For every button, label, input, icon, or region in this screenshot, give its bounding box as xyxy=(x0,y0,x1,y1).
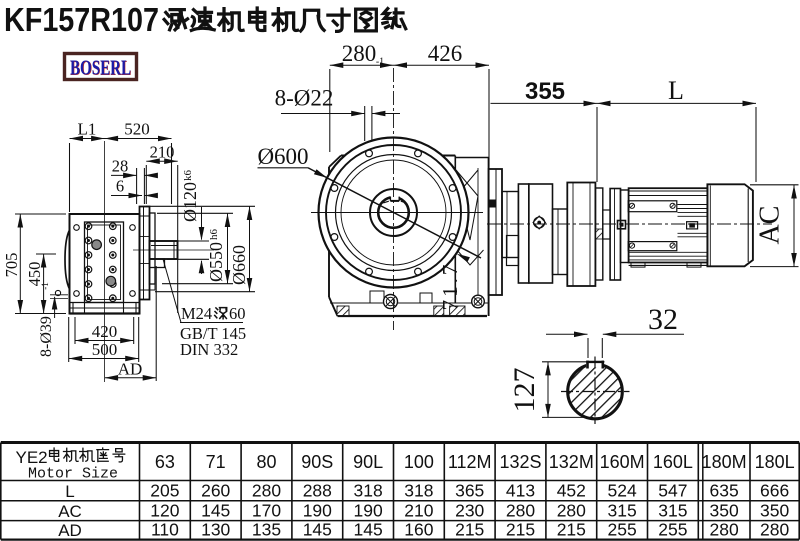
svg-text:112M: 112M xyxy=(448,452,492,472)
svg-text:160L: 160L xyxy=(653,452,693,472)
svg-text:288: 288 xyxy=(303,481,332,501)
svg-text:318: 318 xyxy=(353,481,382,501)
svg-text:350: 350 xyxy=(710,501,739,521)
svg-text:Motor Size: Motor Size xyxy=(28,466,118,483)
svg-text:255: 255 xyxy=(658,520,687,540)
svg-text:AD: AD xyxy=(58,521,82,540)
svg-text:YE2: YE2 xyxy=(16,448,48,467)
svg-text:L: L xyxy=(65,482,74,501)
svg-text:AC: AC xyxy=(755,206,786,245)
svg-text:32: 32 xyxy=(648,303,678,336)
svg-text:547: 547 xyxy=(658,481,687,501)
svg-text:8-Ø22: 8-Ø22 xyxy=(275,86,334,111)
svg-text:28: 28 xyxy=(112,157,129,176)
svg-text:DIN 332: DIN 332 xyxy=(180,340,238,359)
svg-text:90L: 90L xyxy=(353,452,383,472)
svg-text:315: 315 xyxy=(658,501,687,521)
svg-text:160: 160 xyxy=(404,520,433,540)
svg-text:63: 63 xyxy=(155,452,175,472)
svg-text:L: L xyxy=(668,76,684,105)
svg-text:170: 170 xyxy=(252,501,281,521)
svg-text:450: 450 xyxy=(25,262,44,287)
svg-text:71: 71 xyxy=(206,452,226,472)
svg-text:8-Ø39: 8-Ø39 xyxy=(38,316,55,357)
svg-text:280: 280 xyxy=(710,520,739,540)
svg-text:210: 210 xyxy=(404,501,433,521)
svg-text:280: 280 xyxy=(342,41,377,66)
svg-text:190: 190 xyxy=(303,501,332,521)
svg-text:132M: 132M xyxy=(549,452,594,472)
svg-text:280: 280 xyxy=(506,501,535,521)
svg-text:190: 190 xyxy=(353,501,382,521)
svg-text:100: 100 xyxy=(404,452,434,472)
svg-text:365: 365 xyxy=(455,481,484,501)
svg-text:KF157R107: KF157R107 xyxy=(4,1,159,38)
svg-text:145: 145 xyxy=(201,501,230,521)
svg-text:Ø550: Ø550 xyxy=(206,242,226,282)
svg-text:230: 230 xyxy=(455,501,484,521)
svg-text:160M: 160M xyxy=(600,452,645,472)
svg-text:318: 318 xyxy=(404,481,433,501)
svg-text:260: 260 xyxy=(201,481,230,501)
svg-text:145: 145 xyxy=(353,520,382,540)
svg-text:215: 215 xyxy=(506,520,535,540)
svg-text:127: 127 xyxy=(508,368,541,413)
svg-text:210: 210 xyxy=(150,143,175,162)
svg-text:705: 705 xyxy=(2,253,21,278)
svg-text:635: 635 xyxy=(710,481,739,501)
svg-text:k6: k6 xyxy=(182,170,194,182)
svg-text:215: 215 xyxy=(455,520,484,540)
svg-text:520: 520 xyxy=(124,120,150,139)
svg-text:AD: AD xyxy=(118,360,143,379)
svg-text:-1: -1 xyxy=(40,282,50,290)
svg-text:L1: L1 xyxy=(78,120,97,139)
svg-text:90S: 90S xyxy=(301,452,333,472)
svg-text:350: 350 xyxy=(760,501,789,521)
svg-text:180M: 180M xyxy=(702,452,747,472)
svg-text:280: 280 xyxy=(760,520,789,540)
svg-text:6: 6 xyxy=(116,177,124,196)
svg-text:135: 135 xyxy=(252,520,281,540)
svg-text:-1: -1 xyxy=(376,57,384,68)
svg-text:205: 205 xyxy=(150,481,179,501)
svg-text:524: 524 xyxy=(607,481,636,501)
svg-text:h6: h6 xyxy=(208,229,220,241)
svg-text:Ø120: Ø120 xyxy=(180,182,200,222)
svg-text:420: 420 xyxy=(92,322,118,341)
svg-text:666: 666 xyxy=(760,481,789,501)
svg-text:GB/T 145: GB/T 145 xyxy=(180,324,246,343)
svg-text:413: 413 xyxy=(506,481,535,501)
svg-text:452: 452 xyxy=(557,481,586,501)
svg-text:255: 255 xyxy=(607,520,636,540)
svg-text:315: 315 xyxy=(607,501,636,521)
svg-text:145: 145 xyxy=(303,520,332,540)
svg-text:Ø660: Ø660 xyxy=(229,245,249,285)
svg-text:AC: AC xyxy=(58,502,82,521)
svg-text:M24: M24 xyxy=(181,304,212,323)
svg-text:60: 60 xyxy=(229,304,246,323)
svg-text:180L: 180L xyxy=(755,452,795,472)
svg-text:110: 110 xyxy=(151,520,179,540)
svg-text:280: 280 xyxy=(557,501,586,521)
svg-text:280: 280 xyxy=(252,481,281,501)
svg-text:130: 130 xyxy=(201,520,230,540)
svg-text:132S: 132S xyxy=(499,452,541,472)
svg-text:500: 500 xyxy=(92,340,118,359)
svg-text:120: 120 xyxy=(150,501,179,521)
svg-text:426: 426 xyxy=(428,41,463,66)
svg-text:355: 355 xyxy=(525,78,565,105)
svg-text:80: 80 xyxy=(256,452,276,472)
svg-text:215: 215 xyxy=(557,520,586,540)
svg-text:Ø600: Ø600 xyxy=(257,144,308,169)
svg-text:BOSERL: BOSERL xyxy=(70,56,131,80)
svg-text:71.7: 71.7 xyxy=(438,262,462,311)
